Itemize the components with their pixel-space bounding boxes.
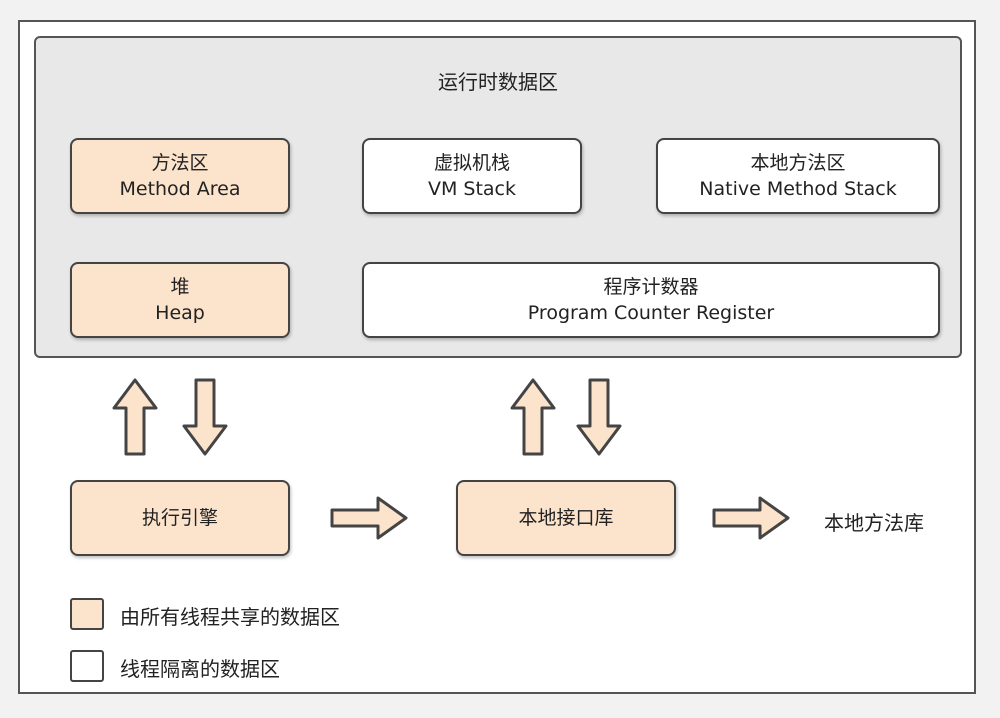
program-counter-register-box: 程序计数器 Program Counter Register bbox=[362, 262, 940, 338]
vm-stack-zh: 虚拟机栈 bbox=[433, 152, 510, 174]
vm-stack-box: 虚拟机栈 VM Stack bbox=[362, 138, 582, 214]
native-method-stack-zh: 本地方法区 bbox=[750, 152, 846, 174]
heap-zh: 堆 bbox=[170, 276, 190, 298]
up-arrow-icon bbox=[510, 378, 556, 456]
heap-box: 堆 Heap bbox=[70, 262, 290, 338]
vm-stack-en: VM Stack bbox=[427, 178, 517, 200]
execution-engine-label: 执行引擎 bbox=[141, 507, 218, 529]
down-arrow-icon bbox=[182, 378, 228, 456]
native-method-stack-en: Native Method Stack bbox=[699, 178, 897, 200]
native-method-library-label: 本地方法库 bbox=[824, 511, 924, 535]
legend-isolated-label: 线程隔离的数据区 bbox=[120, 657, 280, 681]
native-interface-library-box: 本地接口库 bbox=[456, 480, 676, 556]
runtime-data-area-title: 运行时数据区 bbox=[438, 70, 558, 94]
legend-isolated-swatch bbox=[70, 650, 104, 682]
up-arrow-icon bbox=[112, 378, 158, 456]
method-area-zh: 方法区 bbox=[151, 152, 209, 174]
method-area-en: Method Area bbox=[119, 178, 241, 200]
native-interface-library-label: 本地接口库 bbox=[518, 507, 614, 529]
down-arrow-icon bbox=[576, 378, 622, 456]
legend-shared-swatch bbox=[70, 598, 104, 630]
heap-en: Heap bbox=[155, 302, 205, 324]
program-counter-register-en: Program Counter Register bbox=[527, 302, 775, 324]
right-arrow-icon bbox=[712, 496, 790, 540]
legend-shared-label: 由所有线程共享的数据区 bbox=[120, 605, 340, 629]
method-area-box: 方法区 Method Area bbox=[70, 138, 290, 214]
execution-engine-box: 执行引擎 bbox=[70, 480, 290, 556]
native-method-stack-box: 本地方法区 Native Method Stack bbox=[656, 138, 940, 214]
right-arrow-icon bbox=[330, 496, 408, 540]
program-counter-register-zh: 程序计数器 bbox=[603, 276, 699, 298]
